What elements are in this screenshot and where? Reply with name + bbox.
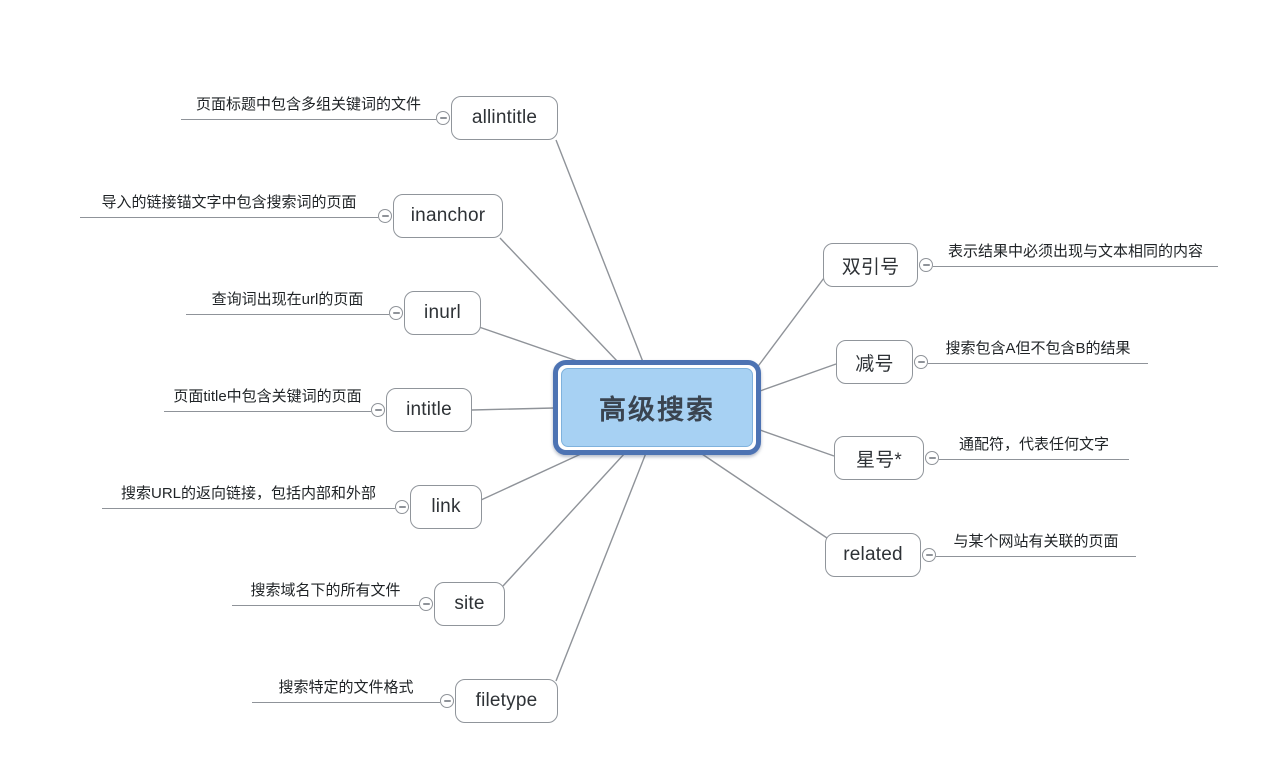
collapse-toggle-link[interactable] (395, 500, 409, 514)
desc-asterisk[interactable]: 通配符，代表任何文字 (939, 432, 1129, 460)
topic-minus-sign[interactable]: 减号 (836, 340, 913, 384)
minus-icon (925, 554, 933, 556)
desc-double-quotes[interactable]: 表示结果中必须出现与文本相同的内容 (933, 239, 1218, 267)
topic-asterisk[interactable]: 星号* (834, 436, 924, 480)
topic-allintitle[interactable]: allintitle (451, 96, 558, 140)
collapse-toggle-double-quotes[interactable] (919, 258, 933, 272)
minus-icon (439, 117, 447, 119)
minus-icon (422, 603, 430, 605)
desc-intitle[interactable]: 页面title中包含关键词的页面 (164, 384, 371, 412)
minus-icon (392, 312, 400, 314)
minus-icon (917, 361, 925, 363)
desc-site[interactable]: 搜索域名下的所有文件 (232, 578, 419, 606)
collapse-toggle-related[interactable] (922, 548, 936, 562)
desc-inurl[interactable]: 查询词出现在url的页面 (186, 287, 389, 315)
topic-inurl[interactable]: inurl (404, 291, 481, 335)
collapse-toggle-site[interactable] (419, 597, 433, 611)
collapse-toggle-allintitle[interactable] (436, 111, 450, 125)
branch-line-link (480, 452, 584, 501)
branch-line-asterisk (759, 429, 835, 457)
branch-line-intitle (471, 407, 555, 411)
desc-allintitle[interactable]: 页面标题中包含多组关键词的文件 (181, 92, 436, 120)
desc-link[interactable]: 搜索URL的返向链接，包括内部和外部 (102, 481, 395, 509)
minus-icon (398, 506, 406, 508)
branch-line-related (701, 453, 828, 539)
topic-link[interactable]: link (410, 485, 482, 529)
desc-filetype[interactable]: 搜索特定的文件格式 (252, 675, 440, 703)
branch-line-filetype (555, 452, 647, 682)
minus-icon (928, 457, 936, 459)
branch-line-inurl (478, 326, 587, 365)
desc-minus-sign[interactable]: 搜索包含A但不包含B的结果 (928, 336, 1148, 364)
desc-related[interactable]: 与某个网站有关联的页面 (936, 529, 1136, 557)
branch-line-inanchor (499, 237, 619, 363)
root-topic-label: 高级搜索 (561, 368, 753, 447)
topic-inanchor[interactable]: inanchor (393, 194, 503, 238)
minus-icon (374, 409, 382, 411)
topic-related[interactable]: related (825, 533, 921, 577)
branch-line-site (502, 452, 626, 587)
minus-icon (443, 700, 451, 702)
collapse-toggle-filetype[interactable] (440, 694, 454, 708)
collapse-toggle-minus-sign[interactable] (914, 355, 928, 369)
branch-line-minus (759, 363, 837, 392)
collapse-toggle-inurl[interactable] (389, 306, 403, 320)
collapse-toggle-asterisk[interactable] (925, 451, 939, 465)
topic-site[interactable]: site (434, 582, 505, 626)
collapse-toggle-intitle[interactable] (371, 403, 385, 417)
topic-filetype[interactable]: filetype (455, 679, 558, 723)
collapse-toggle-inanchor[interactable] (378, 209, 392, 223)
topic-intitle[interactable]: intitle (386, 388, 472, 432)
desc-inanchor[interactable]: 导入的链接锚文字中包含搜索词的页面 (80, 190, 378, 218)
branch-line-allintitle (555, 139, 644, 363)
branch-line-quotes (755, 277, 825, 370)
minus-icon (381, 215, 389, 217)
topic-double-quotes[interactable]: 双引号 (823, 243, 918, 287)
minus-icon (922, 264, 930, 266)
root-topic[interactable]: 高级搜索 (553, 360, 761, 455)
